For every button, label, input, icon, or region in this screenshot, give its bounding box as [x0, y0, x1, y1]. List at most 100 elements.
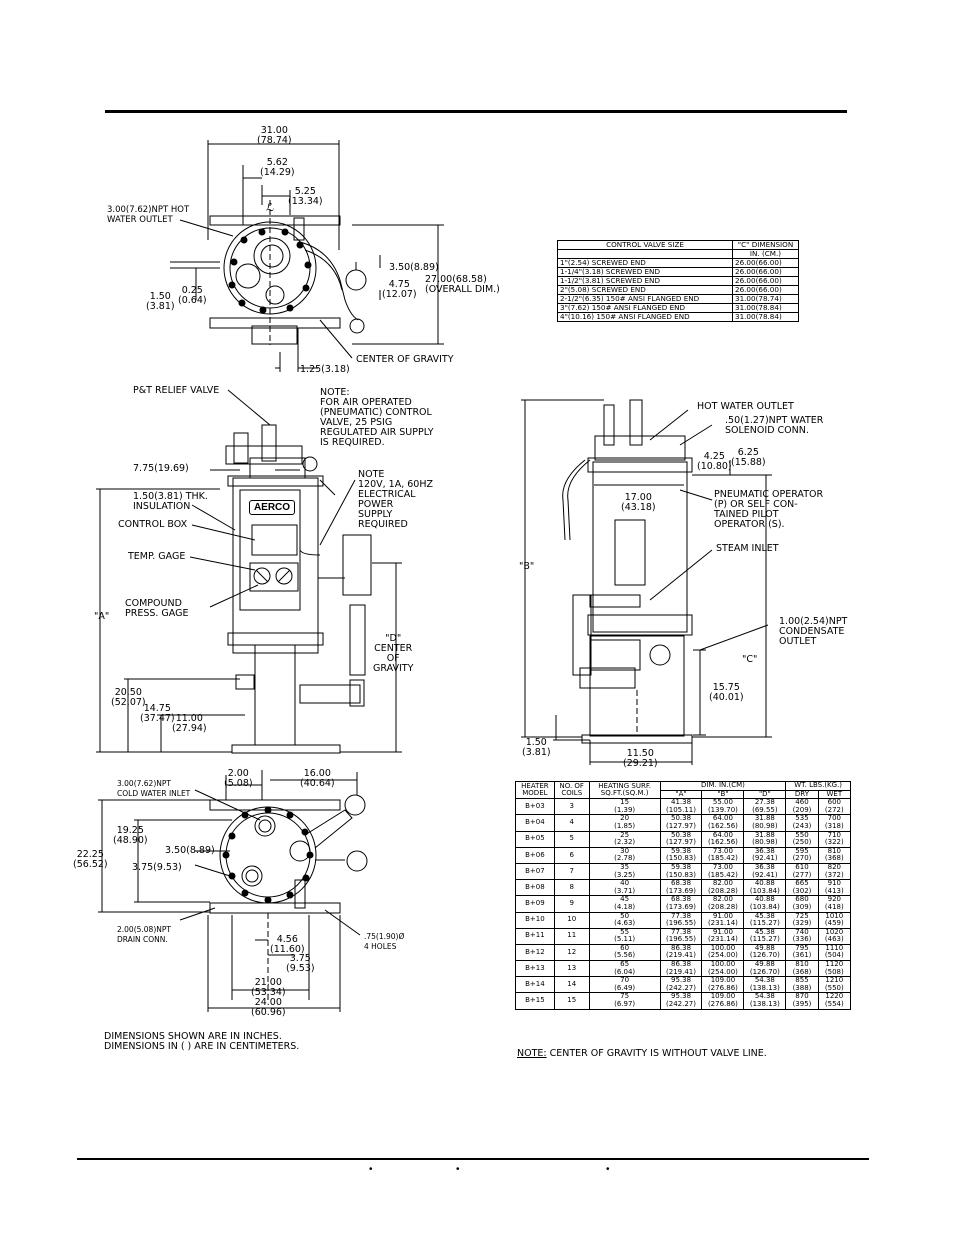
- dim-5-62: 5.62 (14.29): [260, 157, 295, 178]
- dim-19-25: 19.25 (48.90): [113, 825, 148, 846]
- table-cell: 68.38 (173.69): [659, 895, 703, 913]
- table-cell: 91.00 (231.14): [701, 911, 745, 929]
- table-cell: 77.38 (196.55): [659, 927, 703, 945]
- footer-rule: [77, 1158, 869, 1160]
- table-cell: 60 (5.56): [588, 943, 661, 962]
- pt-relief-valve-label: P&T RELIEF VALVE: [133, 385, 220, 396]
- dim-a-label: "A": [94, 611, 110, 622]
- table-cell: 550 (250): [785, 830, 819, 848]
- table-cell: 795 (361): [785, 943, 819, 962]
- dim-3-75-holes: 3.75 (9.53): [286, 953, 315, 974]
- heater-model-cell: B+10: [515, 911, 555, 929]
- dim-16-00: 16.00 (40.64): [300, 768, 335, 789]
- dim-11-50: 11.50 (29.21): [623, 748, 658, 769]
- table-cell: 50.38 (127.97): [659, 814, 703, 832]
- dim-15-75: 15.75 (40.01): [709, 682, 744, 703]
- table-cell: 460 (209): [785, 798, 819, 816]
- table-cell: 73.00 (185.42): [701, 862, 745, 881]
- dim-1-50-top: 1.50 (3.81): [146, 291, 175, 312]
- heater-model-table: HEATER MODEL NO. OF COILS HEATING SURF. …: [515, 780, 852, 1010]
- table-cell: 20 (1.85): [588, 814, 661, 832]
- table-cell: 1010 (459): [817, 911, 852, 929]
- table-cell: 100.00 (254.00): [701, 960, 745, 978]
- table-cell: 535 (243): [785, 814, 819, 832]
- condensate-outlet-label: 1.00(2.54)NPT CONDENSATE OUTLET: [779, 616, 848, 647]
- table-cell: 50.38 (127.97): [659, 830, 703, 848]
- table-cell: 35 (3.25): [588, 862, 661, 881]
- table-cell: 70 (6.49): [588, 976, 661, 994]
- temp-gage-label: TEMP. GAGE: [128, 551, 186, 562]
- table-cell: 665 (302): [785, 879, 819, 897]
- header-rule: [105, 110, 847, 113]
- table-cell: 40 (3.71): [588, 879, 661, 897]
- pneumatic-operator-label: PNEUMATIC OPERATOR (P) OR SELF CON- TAIN…: [714, 489, 824, 530]
- table-cell: 680 (309): [785, 895, 819, 913]
- dim-3-50-bottom: 3.50(8.89): [165, 845, 215, 856]
- table-cell: 54.38 (138.13): [743, 976, 787, 994]
- table-cell: 55.00 (139.70): [701, 798, 745, 816]
- cg-note: NOTE: CENTER OF GRAVITY IS WITHOUT VALVE…: [517, 1049, 767, 1059]
- table-cell: 5: [553, 830, 590, 848]
- heater-model-cell: B+12: [515, 943, 555, 962]
- table-cell: 27.38 (69.55): [743, 798, 787, 816]
- heater-model-cell: B+04: [515, 814, 555, 832]
- heater-model-cell: B+05: [515, 830, 555, 848]
- dim-22-25: 22.25 (56.52): [73, 849, 108, 870]
- table-cell: 855 (388): [785, 976, 819, 994]
- table-cell: 31.88 (80.98): [743, 814, 787, 832]
- table-cell: 6: [553, 846, 590, 864]
- table-cell: 65 (6.04): [588, 960, 661, 978]
- dim-14-75: 14.75 (37.47): [140, 703, 175, 724]
- table-cell: 870 (395): [785, 992, 819, 1010]
- control-box-label: CONTROL BOX: [118, 519, 188, 530]
- heater-model-cell: B+06: [515, 846, 555, 864]
- insulation-label: 1.50(3.81) THK. INSULATION: [133, 491, 208, 512]
- heater-model-cell: B+09: [515, 895, 555, 913]
- table-cell: 700 (318): [817, 814, 852, 832]
- heater-model-cell: B+03: [515, 798, 555, 816]
- dim-overall-height: 27.00(68.58) (OVERALL DIM.): [425, 274, 500, 295]
- table-cell: 13: [553, 960, 590, 978]
- solenoid-conn-label: .50(1.27)NPT WATER SOLENOID CONN.: [725, 415, 824, 436]
- cg-note-text: CENTER OF GRAVITY IS WITHOUT VALVE LINE.: [546, 1048, 767, 1059]
- table-cell: 1220 (554): [817, 992, 852, 1010]
- table-cell: 710 (322): [817, 830, 852, 848]
- dim-20-50: 20.50 (52.07): [111, 687, 146, 708]
- table-cell: 15 (1.39): [588, 798, 661, 816]
- dim-3-75-bottom: 3.75(9.53): [132, 862, 182, 873]
- table-cell: 3: [553, 798, 590, 816]
- dim-overall-width: 31.00 (78.74): [257, 125, 292, 146]
- centerline-symbol: ℒ: [266, 201, 274, 214]
- steam-inlet-label: STEAM INLET: [716, 543, 779, 554]
- table-cell: 1020 (463): [817, 927, 852, 945]
- dim-0-25: 0.25 (0.64): [178, 285, 207, 306]
- dim-21-00: 21.00 (53.34): [251, 977, 286, 998]
- control-valve-table: CONTROL VALVE SIZE "C" DIMENSION IN. (CM…: [557, 240, 799, 322]
- table-cell: 50 (4.63): [588, 911, 661, 929]
- dim-6-25: 6.25 (15.88): [731, 447, 766, 468]
- dim-2-00: 2.00 (5.08): [224, 768, 253, 789]
- table-cell: 4: [553, 814, 590, 832]
- table-cell: 810 (368): [785, 960, 819, 978]
- table-cell: 68.38 (173.69): [659, 879, 703, 897]
- table-cell: 595 (270): [785, 846, 819, 864]
- table-cell: 86.38 (219.41): [659, 960, 703, 978]
- heater-model-cell: B+11: [515, 927, 555, 945]
- dim-4-56: 4.56 (11.60): [270, 934, 305, 955]
- table-cell: 15: [553, 992, 590, 1010]
- table-cell: 95.38 (242.27): [659, 992, 703, 1010]
- heater-model-cell: B+07: [515, 862, 555, 881]
- dim-1-50-side: 1.50 (3.81): [522, 737, 551, 758]
